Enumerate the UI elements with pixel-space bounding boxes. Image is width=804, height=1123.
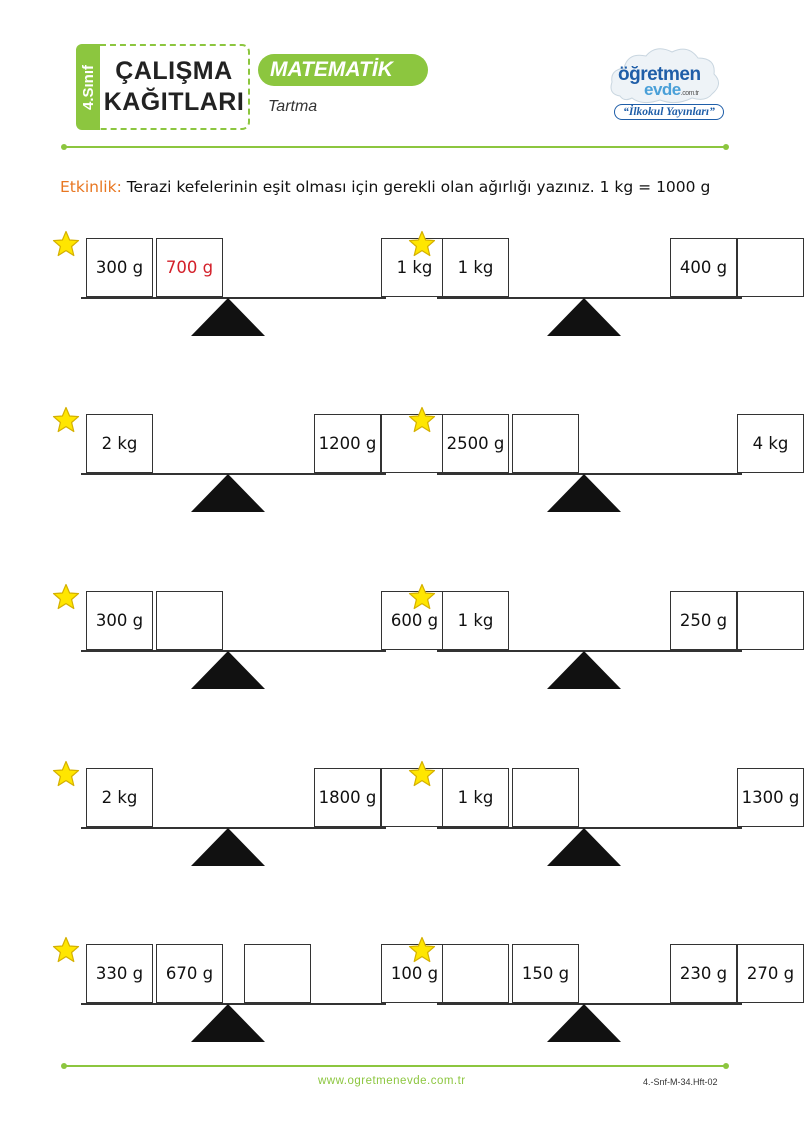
weight-box: 1 kg <box>442 591 509 650</box>
answer-box[interactable] <box>381 414 448 473</box>
weight-box: 670 g <box>156 944 223 1003</box>
title-line-1: ÇALIŞMA <box>115 57 233 85</box>
scale-beam <box>81 827 386 829</box>
answer-box[interactable] <box>442 944 509 1003</box>
star-icon <box>408 936 436 963</box>
subject-label: MATEMATİK <box>270 58 393 81</box>
weight-box: 300 g <box>86 591 153 650</box>
weight-box: 1800 g <box>314 768 381 827</box>
answer-box[interactable] <box>512 414 579 473</box>
weight-box: 2 kg <box>86 768 153 827</box>
scale-fulcrum <box>547 828 621 866</box>
scale-beam <box>81 473 386 475</box>
weight-box: 270 g <box>737 944 804 1003</box>
scale-fulcrum <box>191 651 265 689</box>
worksheet-title: ÇALIŞMA KAĞITLARI <box>100 44 250 130</box>
balance-problem: 2500 g 4 kg <box>408 406 804 526</box>
weight-box: 300 g <box>86 238 153 297</box>
answer-box[interactable] <box>737 591 804 650</box>
answer-box[interactable] <box>381 768 448 827</box>
weight-box: 1 kg <box>442 768 509 827</box>
weight-box: 330 g <box>86 944 153 1003</box>
scale-fulcrum <box>547 474 621 512</box>
grade-label: 4.Sınıf <box>79 64 97 110</box>
weight-box: 250 g <box>670 591 737 650</box>
header-divider <box>61 144 729 149</box>
scale-beam <box>437 827 742 829</box>
scale-fulcrum <box>547 1004 621 1042</box>
balance-problem: 2 kg 1800 g <box>52 760 448 880</box>
scale-fulcrum <box>547 651 621 689</box>
grade-tab: 4.Sınıf <box>76 44 100 130</box>
star-icon <box>408 230 436 257</box>
weight-box: 100 g <box>381 944 448 1003</box>
weight-box: 4 kg <box>737 414 804 473</box>
weight-box: 230 g <box>670 944 737 1003</box>
answer-box[interactable] <box>244 944 311 1003</box>
instruction-label: Etkinlik: <box>60 178 122 196</box>
scale-beam <box>437 473 742 475</box>
scale-fulcrum <box>191 474 265 512</box>
weight-box: 1300 g <box>737 768 804 827</box>
scale-beam <box>437 1003 742 1005</box>
star-icon <box>52 936 80 963</box>
weight-box: 700 g <box>156 238 223 297</box>
answer-box[interactable] <box>156 591 223 650</box>
scale-fulcrum <box>191 1004 265 1042</box>
instruction-text: Terazi kefelerinin eşit olması için gere… <box>121 178 711 196</box>
balance-problem: 300 g 600 g <box>52 583 448 703</box>
weight-box: 600 g <box>381 591 448 650</box>
logo-text-top: öğretmen <box>618 64 701 85</box>
balance-problem: 2 kg 1200 g <box>52 406 448 526</box>
star-icon <box>52 583 80 610</box>
scale-fulcrum <box>191 298 265 336</box>
title-line-2: KAĞITLARI <box>103 88 245 116</box>
star-icon <box>52 230 80 257</box>
weight-box: 1200 g <box>314 414 381 473</box>
scale-beam <box>81 297 386 299</box>
weight-box: 2500 g <box>442 414 509 473</box>
weight-box: 2 kg <box>86 414 153 473</box>
scale-fulcrum <box>547 298 621 336</box>
subject-badge: MATEMATİK <box>258 54 428 86</box>
scale-beam <box>81 650 386 652</box>
star-icon <box>408 760 436 787</box>
footer-divider <box>61 1063 729 1068</box>
instruction: Etkinlik: Terazi kefelerinin eşit olması… <box>60 175 740 200</box>
star-icon <box>52 760 80 787</box>
topic-label: Tartma <box>268 98 318 115</box>
scale-beam <box>437 650 742 652</box>
footer-code: 4.-Snf-M-34.Hft-02 <box>643 1077 718 1087</box>
scale-beam <box>437 297 742 299</box>
scale-beam <box>81 1003 386 1005</box>
balance-problem: 1 kg 250 g <box>408 583 804 703</box>
answer-box[interactable] <box>512 768 579 827</box>
logo-tagline: “İlkokul Yayınları” <box>614 104 724 120</box>
star-icon <box>408 406 436 433</box>
publisher-logo: öğretmen evde.com.tr “İlkokul Yayınları” <box>606 44 724 128</box>
footer-url[interactable]: www.ogretmenevde.com.tr <box>318 1075 466 1087</box>
star-icon <box>52 406 80 433</box>
weight-box: 1 kg <box>442 238 509 297</box>
scale-fulcrum <box>191 828 265 866</box>
balance-problem: 1 kg 400 g <box>408 230 804 350</box>
weight-box: 400 g <box>670 238 737 297</box>
star-icon <box>408 583 436 610</box>
cloud-icon <box>610 48 719 104</box>
weight-box: 150 g <box>512 944 579 1003</box>
logo-text-bottom: evde.com.tr <box>644 80 699 99</box>
balance-problem: 1 kg 1300 g <box>408 760 804 880</box>
answer-box[interactable] <box>737 238 804 297</box>
